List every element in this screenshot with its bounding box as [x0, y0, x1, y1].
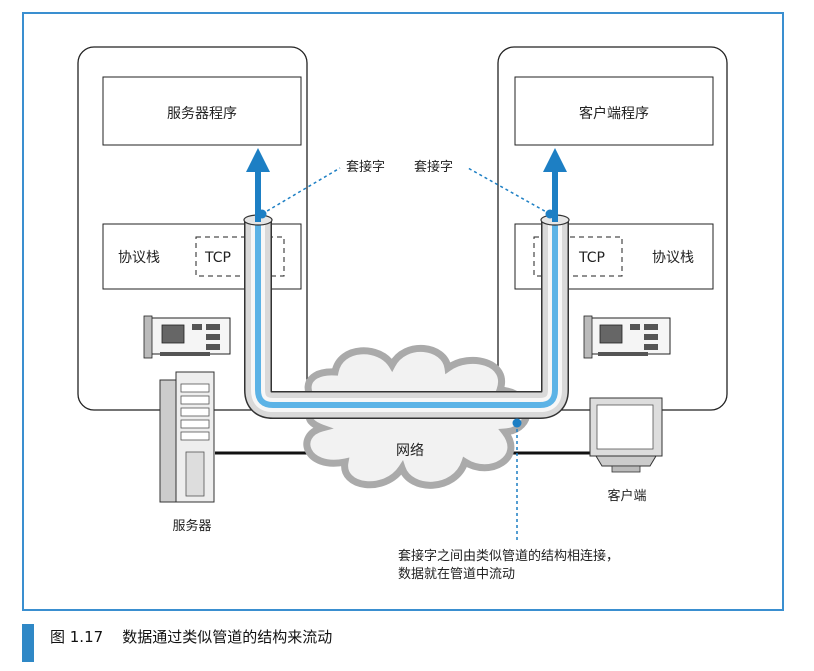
network-label: 网络 — [396, 443, 424, 459]
server-tower-icon — [159, 371, 215, 503]
server-socket-label: 套接字 — [346, 159, 385, 175]
server-program-label: 服务器程序 — [167, 106, 237, 122]
figure-caption: 图 1.17 数据通过类似管道的结构来流动 — [0, 618, 814, 662]
client-socket-leader — [467, 167, 551, 215]
client-nic-icon — [583, 315, 671, 359]
client-socket-label: 套接字 — [414, 159, 453, 175]
server-tcp-box — [195, 236, 285, 277]
data-flow-line — [255, 220, 558, 408]
pipe — [243, 214, 570, 419]
client-monitor-icon — [589, 397, 663, 473]
caption-bar — [22, 624, 34, 662]
client-program-label: 客户端程序 — [579, 105, 649, 122]
client-program-box — [514, 76, 714, 146]
annotation-line-1: 套接字之间由类似管道的结构相连接， — [398, 548, 619, 564]
client-machine-label: 客户端 — [607, 488, 646, 504]
client-up-arrow-icon — [543, 148, 567, 222]
client-stack-label: 协议栈 — [652, 250, 694, 266]
client-tcp-label: TCP — [578, 250, 605, 266]
server-nic-icon — [143, 315, 231, 359]
server-tcp-label: TCP — [204, 250, 231, 266]
server-machine-label: 服务器 — [172, 518, 211, 534]
annotation-line-2: 数据就在管道中流动 — [398, 567, 515, 582]
client-tcp-box — [533, 236, 623, 277]
server-stack-label: 协议栈 — [118, 250, 160, 266]
caption-text: 图 1.17 数据通过类似管道的结构来流动 — [50, 628, 333, 646]
server-program-box — [102, 76, 302, 146]
server-up-arrow-icon — [246, 148, 270, 222]
